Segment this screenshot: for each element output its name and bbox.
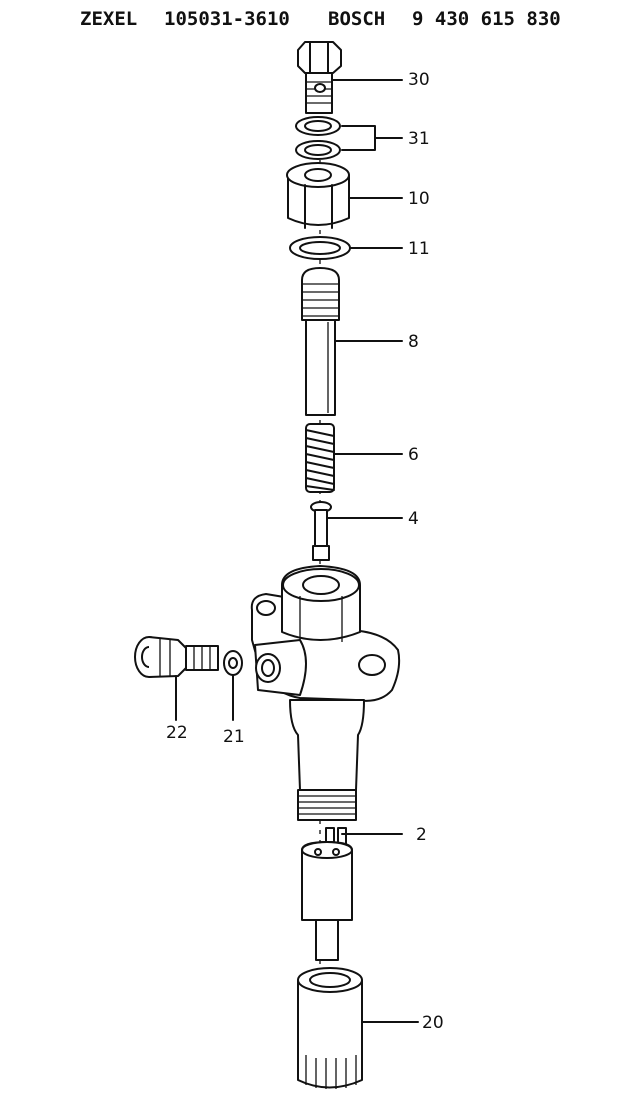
maker-name: ZEXEL xyxy=(80,8,138,30)
part-31-washers xyxy=(295,116,341,160)
brand-name: BOSCH xyxy=(328,8,386,30)
callout-4: 4 xyxy=(408,509,419,529)
callout-2: 2 xyxy=(416,825,427,845)
part-21-washer xyxy=(223,650,243,676)
part-22-connector xyxy=(134,636,219,678)
part-30-bolt xyxy=(297,41,342,114)
callout-8: 8 xyxy=(408,332,419,352)
injector-body xyxy=(250,565,401,821)
part-11-gasket xyxy=(289,236,351,260)
part-20-retaining-nut xyxy=(297,967,363,1089)
callout-22: 22 xyxy=(166,723,188,743)
part-10-cap-nut xyxy=(286,162,350,229)
callout-6: 6 xyxy=(408,445,419,465)
part-6-spring xyxy=(305,423,335,493)
callout-31: 31 xyxy=(408,129,430,149)
callout-21: 21 xyxy=(223,727,245,747)
leader-lines xyxy=(175,79,419,1023)
callout-20: 20 xyxy=(422,1013,444,1033)
maker-part-number: 105031-3610 xyxy=(164,8,290,30)
part-8-spindle xyxy=(301,267,340,416)
brand-part-number: 9 430 615 830 xyxy=(412,8,561,30)
callout-30: 30 xyxy=(408,70,430,90)
callout-10: 10 xyxy=(408,189,430,209)
part-4-pin xyxy=(310,501,332,561)
diagram-header: ZEXEL 105031-3610 BOSCH 9 430 615 830 xyxy=(0,6,639,36)
callout-11: 11 xyxy=(408,239,430,259)
nozzle xyxy=(301,841,353,961)
